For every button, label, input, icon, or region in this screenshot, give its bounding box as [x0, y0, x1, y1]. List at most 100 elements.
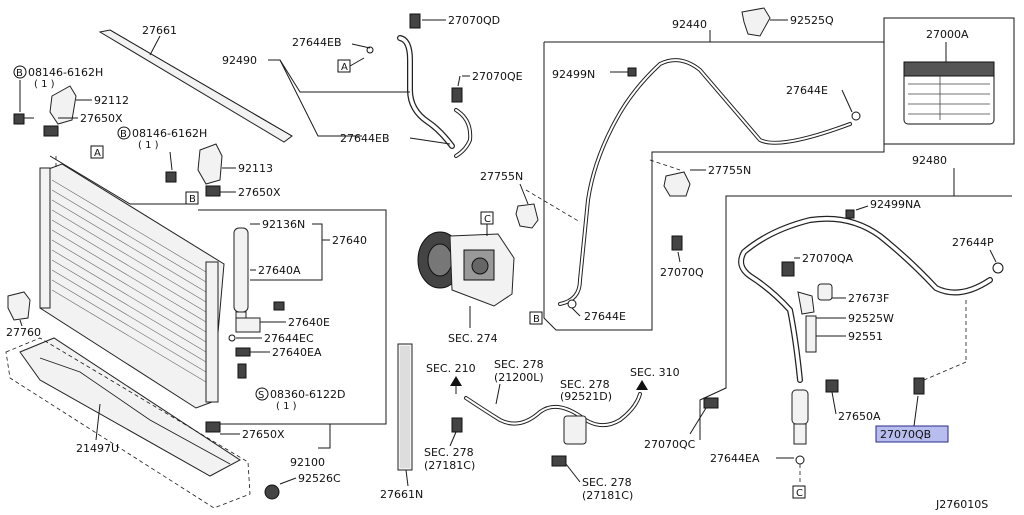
- cap-92499na[interactable]: [845, 209, 855, 219]
- arrow-up-icon: [636, 380, 648, 390]
- bolt-icon[interactable]: [551, 455, 567, 467]
- label-27760: 27760: [6, 326, 41, 339]
- bolt-icon[interactable]: [671, 235, 683, 251]
- fitting[interactable]: [563, 415, 587, 445]
- label-card-27000a[interactable]: [883, 17, 1015, 145]
- label-sec-278-c: SEC. 278: [424, 446, 474, 459]
- label-sec-278-d: SEC. 278: [582, 476, 632, 489]
- label-27650x-3: 27650X: [242, 428, 285, 441]
- grommet-27650x[interactable]: [205, 185, 221, 197]
- o-ring-icon: [228, 334, 236, 342]
- label-27755n-left: 27755N: [480, 170, 523, 183]
- receiver-drier-27640[interactable]: [233, 227, 249, 329]
- label-27640: 27640: [332, 234, 367, 247]
- label-27650a: 27650A: [838, 410, 881, 423]
- label-27644ec: 27644EC: [264, 332, 314, 345]
- bolt-icon[interactable]: [781, 261, 795, 277]
- part-27673f[interactable]: [817, 283, 833, 301]
- bracket-92551[interactable]: [805, 315, 817, 353]
- bolt-icon[interactable]: [913, 377, 925, 395]
- bracket-27760[interactable]: [7, 291, 31, 321]
- label-27070qa: 27070QA: [802, 252, 854, 265]
- label-92526c: 92526C: [298, 472, 341, 485]
- label-27070qc: 27070QC: [644, 438, 696, 451]
- label-92136n: 92136N: [262, 218, 305, 231]
- grommet-27650x[interactable]: [43, 125, 59, 137]
- cap-27640ea[interactable]: [235, 347, 251, 357]
- part-27661[interactable]: [98, 29, 293, 143]
- svg-text:B: B: [16, 68, 23, 79]
- label-27644e-top: 27644E: [786, 84, 828, 97]
- clip-92525w[interactable]: [797, 291, 815, 315]
- label-92113: 92113: [238, 162, 273, 175]
- ref-marker-b: [185, 191, 199, 205]
- grommet-27650x[interactable]: [205, 421, 221, 433]
- label-92100: 92100: [290, 456, 325, 469]
- bracket-27640e[interactable]: [235, 317, 261, 333]
- bolt-b-icon: [13, 65, 27, 79]
- part-27661n[interactable]: [397, 343, 413, 471]
- svg-text:C: C: [484, 214, 491, 225]
- label-27070qb: 27070QB: [880, 428, 931, 441]
- svg-text:( 1 ): ( 1 ): [276, 401, 297, 412]
- bracket-92113[interactable]: [197, 143, 223, 185]
- o-ring-icon: [851, 111, 861, 121]
- svg-text:A: A: [94, 148, 101, 159]
- clip-92525q[interactable]: [741, 7, 771, 37]
- label-92499na: 92499NA: [870, 198, 921, 211]
- clip-27755n[interactable]: [663, 171, 691, 197]
- label-27644eb-mid: 27644EB: [340, 132, 390, 145]
- label-92499n: 92499N: [552, 68, 595, 81]
- o-ring-icon: [567, 299, 577, 309]
- label-27070qe: 27070QE: [472, 70, 523, 83]
- bolt-icon[interactable]: [451, 87, 463, 103]
- bolt-icon[interactable]: [237, 363, 247, 379]
- label-27070q: 27070Q: [660, 266, 704, 279]
- label-92521d: (92521D): [560, 390, 612, 403]
- ref-marker-c: [792, 485, 806, 499]
- bolt-icon[interactable]: [273, 301, 285, 311]
- diagram-id: J276010S: [935, 498, 988, 511]
- svg-text:( 1 ): ( 1 ): [34, 79, 55, 90]
- svg-text:B: B: [533, 314, 540, 325]
- label-27673f: 27673F: [848, 292, 889, 305]
- air-guide-21497u[interactable]: [19, 337, 241, 477]
- label-92440: 92440: [672, 18, 707, 31]
- label-27181c-a: (27181C): [424, 459, 475, 472]
- highlight-27070qb[interactable]: [875, 425, 949, 443]
- label-sec-278-a: SEC. 278: [494, 358, 544, 371]
- nut-27650a[interactable]: [825, 379, 839, 393]
- label-27181c-b: (27181C): [582, 489, 633, 502]
- compressor[interactable]: [417, 231, 515, 307]
- o-ring-icon: [992, 262, 1004, 274]
- clip-27755n[interactable]: [515, 203, 539, 229]
- label-92480: 92480: [912, 154, 947, 167]
- cap-92499n[interactable]: [627, 67, 637, 77]
- bracket-92112[interactable]: [49, 85, 77, 125]
- label-27644e-mid: 27644E: [584, 310, 626, 323]
- screw-s-icon: [255, 387, 269, 401]
- label-27070qd: 27070QD: [448, 14, 500, 27]
- label-92112: 92112: [94, 94, 129, 107]
- bolt-icon[interactable]: [451, 417, 463, 433]
- clip-92526c[interactable]: [264, 484, 280, 500]
- svg-text:B: B: [120, 129, 127, 140]
- svg-text:C: C: [796, 488, 803, 499]
- label-27644p: 27644P: [952, 236, 994, 249]
- muffler[interactable]: [791, 389, 809, 445]
- label-21200l: (21200L): [494, 371, 544, 384]
- ref-marker-b: [529, 311, 543, 325]
- bolt-icon[interactable]: [703, 397, 719, 409]
- svg-text:( 1 ): ( 1 ): [138, 140, 159, 151]
- condenser-92100[interactable]: [39, 163, 225, 409]
- bolt-icon[interactable]: [409, 13, 421, 29]
- label-27640ea: 27640EA: [272, 346, 322, 359]
- label-92525w: 92525W: [848, 312, 894, 325]
- label-27644eb-top: 27644EB: [292, 36, 342, 49]
- bolt-icon[interactable]: [165, 171, 177, 183]
- bolt-icon[interactable]: [13, 113, 34, 125]
- label-21497u: 21497U: [76, 442, 119, 455]
- label-08146-6162h-2: 08146-6162H: [132, 127, 207, 140]
